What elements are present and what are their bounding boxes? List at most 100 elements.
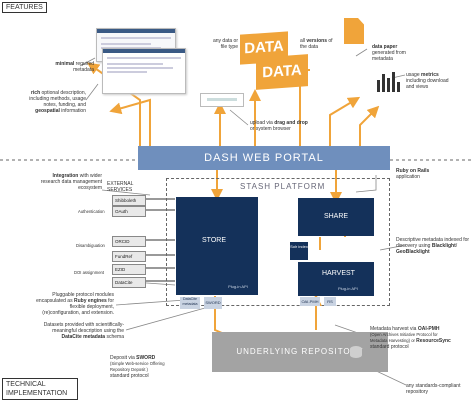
note-harvest-5: standard protocol [370, 344, 409, 350]
note-upload-2: or system browser [250, 126, 291, 132]
note-rich-3: notes, funding, and [43, 102, 86, 108]
note-datasets-3: schema [105, 334, 124, 340]
note-desc-1: discovery using [396, 243, 432, 249]
stash-platform-label: STASH PLATFORM [240, 182, 326, 191]
pdf-document-icon [344, 18, 364, 44]
harvest-rs: RS [324, 297, 336, 306]
note-usage-3: and views [406, 84, 429, 90]
rich-metadata-screenshot [102, 48, 186, 94]
service-orcid: ORCID [112, 236, 146, 247]
note-pluggable-4: flexible deployment, [69, 304, 114, 310]
store-label: STORE [202, 237, 226, 244]
note-pluggable-0: Pluggable protocol modules [52, 292, 114, 298]
note-upload-key: drag and drop [274, 120, 308, 126]
note-usage-metrics: usage metrics including download and vie… [406, 72, 472, 90]
note-harvest: Metadata harvest via OAI-PMH (Open Archi… [370, 326, 472, 350]
note-datasets-0: Datasets provided with scientifically- [43, 322, 124, 328]
note-desc-blacklight: Blacklight [431, 243, 456, 249]
note-upload: upload via drag and drop or system brows… [250, 120, 320, 132]
note-any-data-1: any data or [212, 38, 238, 44]
technical-implementation-label: TECHNICAL IMPLEMENTATION [2, 378, 78, 400]
note-pluggable: Pluggable protocol modules encapsulated … [8, 292, 114, 316]
note-integration-3: ecosystem [78, 185, 102, 191]
note-data-paper-1: generated from [372, 50, 406, 56]
note-integration-1: with wider [78, 173, 102, 179]
group-label-authentication: Authentication [78, 209, 105, 214]
external-title-1: EXTERNAL [107, 181, 134, 187]
note-harvest-0: Metadata harvest via [370, 326, 418, 332]
note-descriptive: Descriptive metadata indexed for discove… [396, 237, 472, 255]
portal-label: DASH WEB PORTAL [204, 152, 324, 164]
repository-label: UNDERLYING REPOSITORY [236, 347, 364, 356]
note-integration-2: research data management [40, 179, 102, 185]
harvest-plugin-api: Plug-in API [338, 286, 358, 291]
store-sword: SWORD [204, 297, 222, 309]
database-icon [350, 346, 362, 358]
note-minimal-1: required [74, 61, 94, 67]
note-pluggable-3: for [106, 298, 114, 304]
note-harvest-2: (Open Archives Initiative Protocol for [370, 332, 438, 337]
service-ezid: EZID [112, 264, 146, 275]
note-pluggable-key: Ruby engines [73, 298, 107, 304]
note-usage-2: including download [406, 78, 449, 84]
solr-index: Solr index [290, 242, 308, 260]
solr-label: Solr index [290, 244, 308, 249]
store-module: STORE Plug-in API [176, 197, 258, 295]
note-ruby-rails: Ruby on Rails application [396, 168, 456, 180]
note-rich-key: rich [30, 90, 41, 96]
note-desc-0: Descriptive metadata indexed for [396, 237, 470, 243]
note-versions-0: all [300, 38, 307, 44]
note-minimal-key: minimal [55, 61, 75, 67]
note-integration: Integration with wider research data man… [34, 173, 102, 191]
harvest-module: HARVEST Plug-in API [298, 262, 374, 296]
note-deposit-0: Deposit via [110, 355, 137, 361]
note-minimal: minimal required metadata [34, 61, 94, 73]
harvest-label: HARVEST [322, 270, 355, 277]
note-any-data-2: file type [220, 44, 238, 50]
note-rich: rich optional description, including met… [4, 90, 86, 114]
note-rich-geo: geospatial [35, 108, 60, 114]
bar-chart-icon [377, 72, 400, 92]
data-file-icon-2: DATA [256, 54, 308, 90]
external-services-title: EXTERNAL SERVICES [107, 181, 133, 193]
note-versions-key: versions [306, 38, 327, 44]
external-title-2: SERVICES [107, 187, 133, 193]
features-label: FEATURES [2, 2, 47, 13]
note-any-repo-0: any standards-compliant [406, 383, 461, 389]
note-minimal-2: metadata [73, 67, 94, 73]
note-harvest-3: Metadata Harvesting) or [370, 338, 417, 343]
note-upload-0: upload via [250, 120, 275, 126]
note-versions-2: of the data [300, 38, 333, 50]
note-ruby-rails-1: application [396, 174, 420, 180]
note-deposit-3: Repository Deposit ) [110, 367, 148, 372]
store-plugin-api: Plug-in API [228, 284, 248, 289]
note-all-versions: all versions of the data [300, 38, 340, 50]
note-desc-geoblacklight: GeoBlacklight [396, 249, 430, 255]
note-deposit: Deposit via SWORD (Simple Web-service Of… [110, 355, 200, 379]
note-deposit-key: SWORD [136, 355, 156, 361]
harvest-oai-pmh: OAI-PMH [300, 297, 320, 306]
group-label-doi: DOI assignment [74, 270, 105, 275]
note-usage-0: usage [406, 72, 422, 78]
share-module: SHARE [298, 198, 374, 236]
note-pluggable-1: encapsulated as [36, 298, 74, 304]
note-rich-1: optional description, [40, 90, 87, 96]
note-any-repository: any standards-compliant repository [406, 383, 472, 395]
note-usage-key: metrics [421, 72, 439, 78]
service-shibboleth: Shibboleth [112, 195, 146, 206]
group-label-disambiguation: Disambiguation [76, 243, 105, 248]
note-datasets: Datasets provided with scientifically- m… [14, 322, 124, 340]
note-pluggable-5: (re)configuration, and extension. [42, 310, 114, 316]
data-label-2: DATA [262, 61, 302, 82]
note-any-data: any data or file type [200, 38, 238, 50]
underlying-repository: UNDERLYING REPOSITORY [212, 332, 388, 372]
note-any-repo-1: repository [406, 389, 428, 395]
service-datacite: DataCite [112, 277, 146, 288]
note-data-paper-key: data paper [372, 44, 398, 50]
note-data-paper-2: metadata [372, 56, 393, 62]
note-rich-5: information [59, 108, 86, 114]
store-datacite-metadata: DataCite metadata [180, 297, 200, 309]
data-label-1: DATA [244, 37, 284, 58]
note-datasets-key: DataCite metadata [61, 334, 106, 340]
note-harvest-key: OAI-PMH [417, 326, 440, 332]
